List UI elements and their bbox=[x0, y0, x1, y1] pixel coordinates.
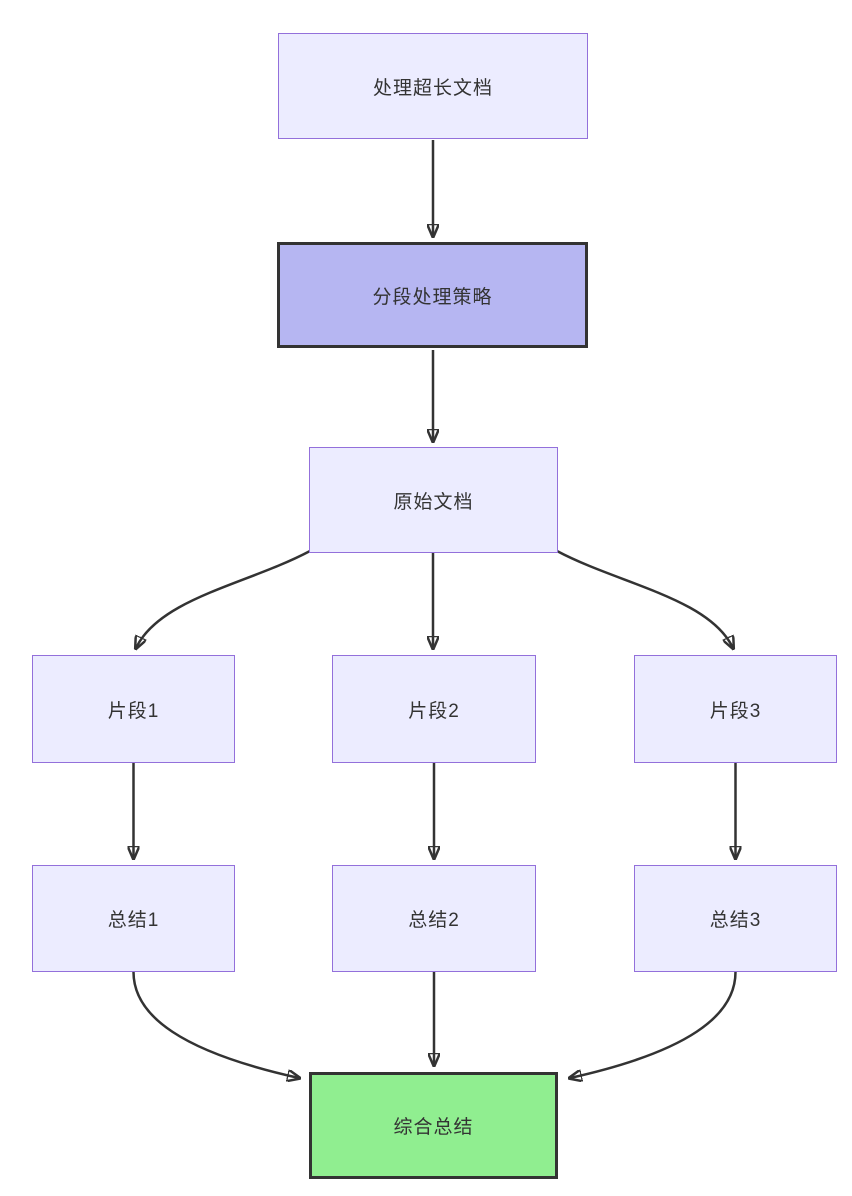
edge-C-D3 bbox=[556, 549, 733, 648]
node-label: 总结2 bbox=[408, 910, 460, 931]
node-label: 分段处理策略 bbox=[372, 286, 493, 308]
node-summary-2: 总结2 bbox=[332, 865, 536, 972]
edge-C-D1 bbox=[136, 549, 311, 648]
node-fragment-1: 片段1 bbox=[32, 655, 235, 763]
node-label: 片段1 bbox=[107, 700, 160, 722]
node-label: 片段3 bbox=[709, 700, 762, 722]
node-label: 总结3 bbox=[709, 910, 762, 931]
node-process-long-doc: 处理超长文档 bbox=[278, 33, 588, 139]
node-label: 总结1 bbox=[107, 910, 160, 931]
node-label: 片段2 bbox=[408, 700, 460, 722]
node-final-summary: 综合总结 bbox=[309, 1072, 558, 1179]
node-label: 处理超长文档 bbox=[372, 77, 493, 99]
node-original-document: 原始文档 bbox=[309, 447, 558, 553]
node-segmentation-strategy: 分段处理策略 bbox=[277, 242, 588, 348]
node-label: 综合总结 bbox=[393, 1117, 474, 1138]
edge-E1-F bbox=[132, 971, 300, 1078]
edge-E3-F bbox=[570, 971, 737, 1078]
node-fragment-2: 片段2 bbox=[332, 655, 536, 763]
node-summary-3: 总结3 bbox=[634, 865, 837, 972]
node-fragment-3: 片段3 bbox=[634, 655, 837, 763]
node-summary-1: 总结1 bbox=[32, 865, 235, 972]
node-label: 原始文档 bbox=[393, 491, 474, 513]
